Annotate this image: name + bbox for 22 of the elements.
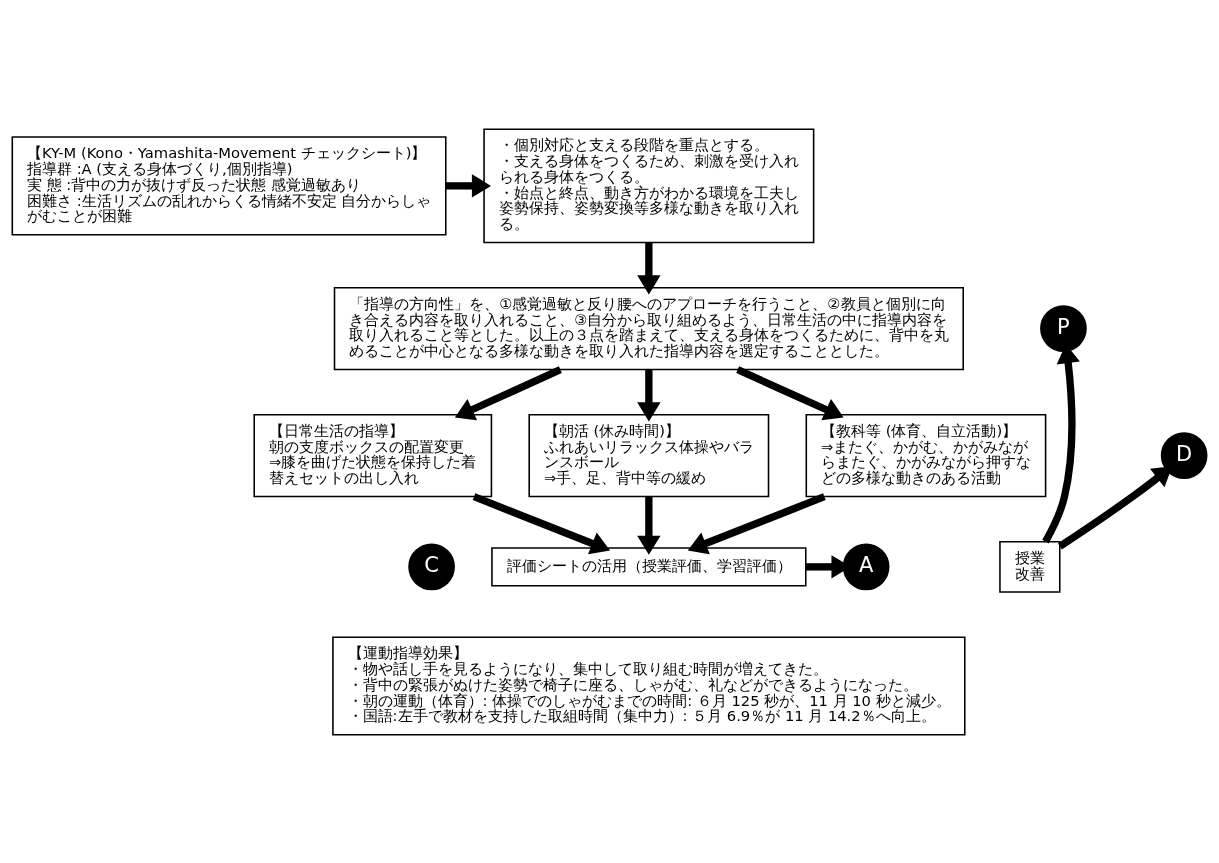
node-box: ・個別対応と支える段階を重点とする。 ・支える身体をつくるため、刺激を受け入れられる身体をつくる。 ・始点と終点、動き方がわかる環境を工夫し姿勢保持、姿勢変換等多様な動きを取り入れる。	[483, 127, 815, 243]
node-circle: D	[1160, 431, 1208, 479]
node-box: 評価シートの活用（授業評価、学習評価）	[491, 546, 807, 587]
arrow	[637, 496, 661, 555]
node-box: 【日常生活の指導】 朝の支度ボックスの配置変更 ⇒膝を曲げた状態を保持した着替えセットの出し入れ	[253, 413, 493, 497]
arrow	[637, 369, 661, 421]
node-box: 【教科等 (体育、自立活動)】 ⇒またぐ、かがむ、かがみながらまたぐ、かがみながら押すなどの多様な動きのある活動	[805, 413, 1047, 497]
arrow	[736, 365, 844, 420]
node-circle: P	[1040, 304, 1087, 352]
node-box: 「指導の方向性」を、①感覚過敏と反り腰へのアプローチを行うこと、②教員と個別に向き合える内容を取り入れること、③自分から取り組めるよう、日常生活の中に指導内容を取り入れること等とした。以上の３点を踏まえて、支える身体をつくるために、背中を丸めることが中心となる多様な動きを取り入れた指導内容を選定することとした。	[333, 286, 964, 370]
node-circle: A	[842, 543, 890, 590]
node-box: 授業改善	[999, 540, 1061, 593]
arrow	[445, 173, 491, 198]
node-box: 【朝活 (休み時間)】 ふれあいリラックス体操やバランスボール ⇒手、足、背中等の緩め	[528, 413, 770, 497]
arrow	[454, 365, 562, 420]
arrow	[472, 492, 611, 554]
node-box: 【運動指導効果】 ・物や話し手を見るようになり、集中して取り組む時間が増えてきた。 ・背中の緊張がぬけた姿勢で椅子に座る、しゃがむ、礼などができるようになった。 ・朝の運動（体育）: 体操でのしゃがむまでの時間: ６月 125 秒が、11 月 10 秒と減少。 ・国語:左手で教材を支持した取組時間（集中力）: ５月 6.9％が 11 月 14.2％へ向上。	[332, 635, 966, 736]
node-circle: C	[408, 543, 455, 590]
arrow	[687, 492, 826, 554]
arrow	[1057, 465, 1173, 549]
node-box: 【KY-M (Kono・Yamashita-Movement チェックシート)】 指導群 :A (支える身体づくり,個別指導) 実 態 :背中の力が抜けず反った状態 感覚過敏あり 困難さ :生活リズムの乱れからくる情緒不安定 自分からしゃがむことが困難	[11, 135, 447, 235]
arrow	[637, 242, 661, 294]
